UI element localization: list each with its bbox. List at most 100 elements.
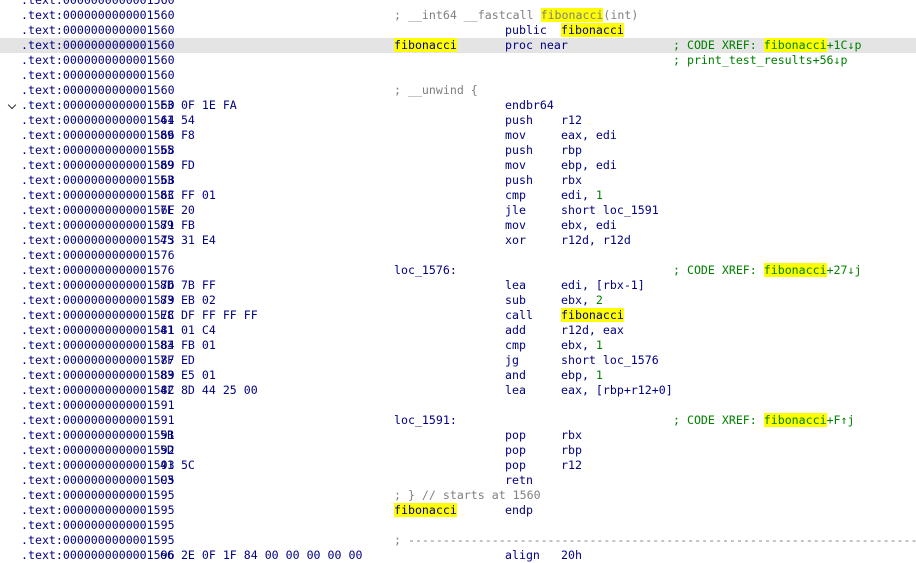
gutter <box>4 518 20 533</box>
operands[interactable]: short loc_1591 <box>561 203 659 217</box>
code-label[interactable]: fibonacci <box>394 38 457 53</box>
mnemonic: jg <box>505 353 519 367</box>
operands[interactable]: r12 <box>561 458 582 472</box>
function-comment: ; __int64 __fastcall fibonacci(int) <box>394 8 639 22</box>
listing-row[interactable]: .text:0000000000001595 <box>0 518 916 533</box>
operands[interactable]: rbp <box>561 443 582 457</box>
operands[interactable]: ebp, 1 <box>561 368 603 382</box>
mnemonic: call <box>505 308 533 322</box>
address: .text:0000000000001592 <box>21 443 175 457</box>
operands[interactable]: ebx, 2 <box>561 293 603 307</box>
listing-row[interactable]: .text:0000000000001595; } // starts at 1… <box>0 488 916 503</box>
operands[interactable]: 20h <box>561 548 582 562</box>
address: .text:0000000000001573 <box>21 233 175 247</box>
opcode-bytes: 7E 20 <box>160 203 195 217</box>
address: .text:0000000000001595 <box>21 488 175 502</box>
operands[interactable]: ebp, edi <box>561 158 617 172</box>
gutter <box>4 0 20 8</box>
listing-row[interactable]: .text:0000000000001560 <box>0 0 916 8</box>
operands[interactable]: rbx <box>561 173 582 187</box>
gutter <box>4 143 20 158</box>
mnemonic: add <box>505 323 526 337</box>
operands[interactable]: fibonacci <box>561 308 624 323</box>
address: .text:0000000000001576 <box>21 278 175 292</box>
mnemonic: pop <box>505 428 526 442</box>
code-label[interactable]: loc_1576: <box>394 263 457 277</box>
search-highlight: fibonacci <box>561 23 624 37</box>
opcode-bytes: F3 0F 1E FA <box>160 98 237 112</box>
operands[interactable]: ebx, 1 <box>561 338 603 352</box>
collapse-chevron-icon[interactable] <box>4 98 20 113</box>
operands[interactable]: edi, [rbx-1] <box>561 278 645 292</box>
gutter <box>4 113 20 128</box>
operands[interactable]: edi, 1 <box>561 188 603 202</box>
address: .text:0000000000001595 <box>21 518 175 532</box>
address: .text:0000000000001581 <box>21 323 175 337</box>
listing-row[interactable]: .text:0000000000001560 ; __int64 __fastca… <box>0 8 916 23</box>
gutter <box>4 173 20 188</box>
listing-row[interactable]: .text:0000000000001560; __unwind { <box>0 83 916 98</box>
code-label[interactable]: fibonacci <box>394 503 457 518</box>
opcode-bytes: 83 FF 01 <box>160 188 216 202</box>
listing-row[interactable]: .text:0000000000001591 <box>0 398 916 413</box>
operands[interactable]: eax, [rbp+r12+0] <box>561 383 673 397</box>
operands[interactable]: ebx, edi <box>561 218 617 232</box>
gutter <box>4 533 20 548</box>
listing-row[interactable]: .text:0000000000001560; print_test_resul… <box>0 53 916 68</box>
address: .text:0000000000001587 <box>21 353 175 367</box>
address: .text:0000000000001560 <box>21 8 175 22</box>
mnemonic: cmp <box>505 338 526 352</box>
xref-comment[interactable]: ; print_test_results+56↓p <box>673 53 848 67</box>
gutter <box>4 503 20 518</box>
listing-row[interactable]: .text:0000000000001576 <box>0 248 916 263</box>
gutter <box>4 278 20 293</box>
operands[interactable]: rbx <box>561 428 582 442</box>
listing-row[interactable]: .text:0000000000001560 <box>0 68 916 83</box>
operands[interactable]: r12d, eax <box>561 323 624 337</box>
listing-row[interactable]: .text:0000000000001595; ----------------… <box>0 533 916 548</box>
operands[interactable]: eax, edi <box>561 128 617 142</box>
code-label[interactable]: loc_1591: <box>394 413 457 427</box>
xref-comment[interactable]: ; CODE XREF: fibonacci+27↓j <box>673 263 862 277</box>
search-highlight: fibonacci <box>394 38 457 52</box>
operands[interactable]: short loc_1576 <box>561 353 659 367</box>
xref-comment[interactable]: ; CODE XREF: fibonacci+1C↓p <box>673 38 862 52</box>
search-highlight: fibonacci <box>561 308 624 322</box>
opcode-bytes: 89 FD <box>160 158 195 172</box>
xref-comment[interactable]: ; CODE XREF: fibonacci+F↑j <box>673 413 855 427</box>
operands[interactable]: fibonacci <box>561 23 624 38</box>
mnemonic: public <box>505 23 547 37</box>
operands[interactable]: r12d, r12d <box>561 233 631 247</box>
operands[interactable]: rbp <box>561 143 582 157</box>
operands[interactable]: r12 <box>561 113 582 127</box>
